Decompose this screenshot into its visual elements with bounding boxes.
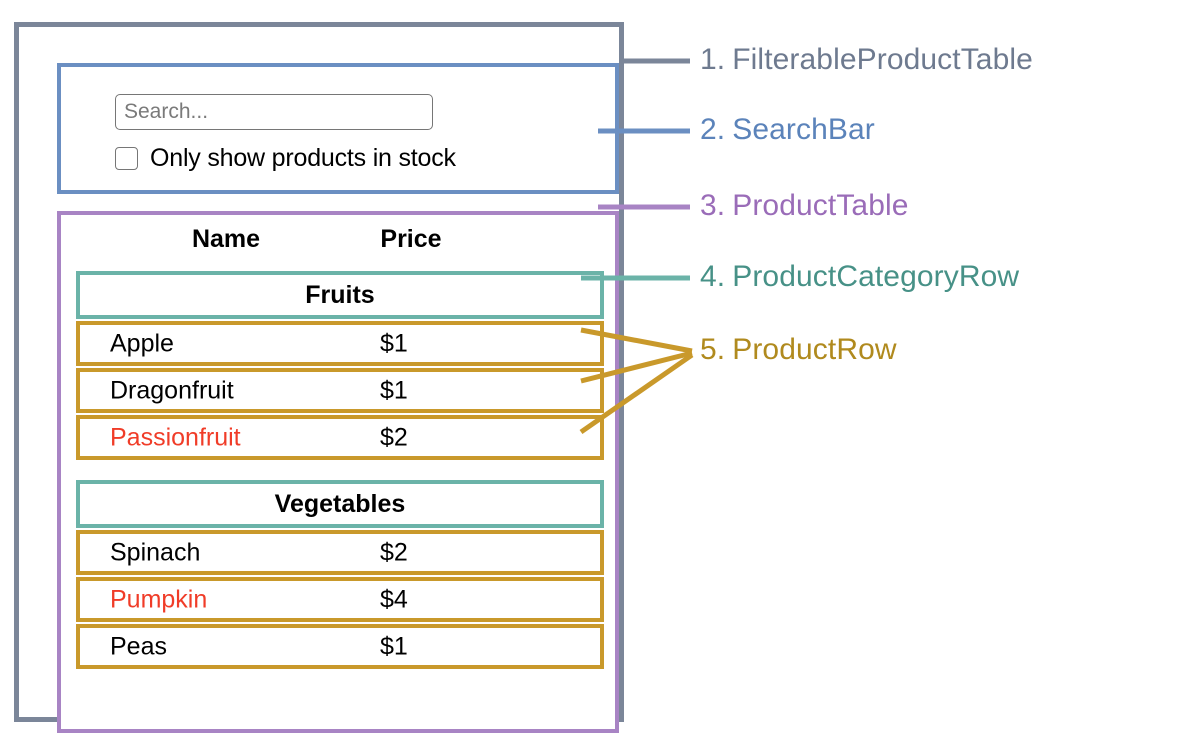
legend-item-product-table: 3.ProductTable — [700, 189, 909, 223]
product-price: $1 — [380, 376, 408, 404]
legend-number: 1. — [700, 43, 726, 76]
legend-label: ProductCategoryRow — [732, 260, 1020, 293]
filterable-product-table-box: Only show products in stock Name Price F… — [14, 22, 624, 733]
search-input[interactable] — [115, 94, 433, 130]
product-price: $1 — [380, 329, 408, 357]
product-row: Peas $1 — [76, 624, 604, 669]
product-price: $2 — [380, 538, 408, 566]
product-category-label: Vegetables — [274, 489, 406, 518]
product-category-label: Fruits — [305, 280, 375, 309]
product-name: Spinach — [110, 538, 201, 566]
product-name: Dragonfruit — [110, 376, 234, 404]
legend-item-product-row: 5.ProductRow — [700, 333, 897, 367]
product-table-box: Name Price Fruits Apple $1 Dragonfruit $… — [57, 211, 619, 733]
search-bar-box: Only show products in stock — [57, 63, 619, 194]
product-table-header: Name Price — [76, 225, 604, 267]
legend-number: 4. — [700, 260, 726, 293]
product-price: $4 — [380, 585, 408, 613]
product-row: Spinach $2 — [76, 530, 604, 575]
legend-number: 3. — [700, 189, 726, 222]
product-row: Passionfruit $2 — [76, 415, 604, 460]
only-in-stock-label: Only show products in stock — [150, 144, 456, 172]
product-table-rows: Fruits Apple $1 Dragonfruit $1 Passionfr… — [76, 271, 604, 671]
product-name: Pumpkin — [110, 585, 208, 613]
only-in-stock-row[interactable]: Only show products in stock — [115, 144, 456, 173]
product-name: Passionfruit — [110, 423, 241, 451]
legend-item-search-bar: 2.SearchBar — [700, 113, 875, 147]
legend-label: FilterableProductTable — [732, 43, 1033, 76]
product-row: Apple $1 — [76, 321, 604, 366]
category-gap — [76, 462, 604, 480]
product-row: Dragonfruit $1 — [76, 368, 604, 413]
legend-label: ProductRow — [732, 333, 897, 366]
legend-number: 2. — [700, 113, 726, 146]
product-row: Pumpkin $4 — [76, 577, 604, 622]
legend-label: SearchBar — [732, 113, 875, 146]
legend-number: 5. — [700, 333, 726, 366]
legend-label: ProductTable — [732, 189, 909, 222]
product-category-row: Vegetables — [76, 480, 604, 528]
column-header-price: Price — [380, 225, 442, 253]
product-price: $2 — [380, 423, 408, 451]
only-in-stock-checkbox[interactable] — [115, 147, 138, 170]
product-name: Apple — [110, 329, 174, 357]
product-name: Peas — [110, 632, 167, 660]
product-category-row: Fruits — [76, 271, 604, 319]
column-header-name: Name — [191, 225, 261, 253]
legend-item-filterable-product-table: 1.FilterableProductTable — [700, 43, 1033, 77]
product-price: $1 — [380, 632, 408, 660]
legend-item-product-category-row: 4.ProductCategoryRow — [700, 260, 1019, 294]
